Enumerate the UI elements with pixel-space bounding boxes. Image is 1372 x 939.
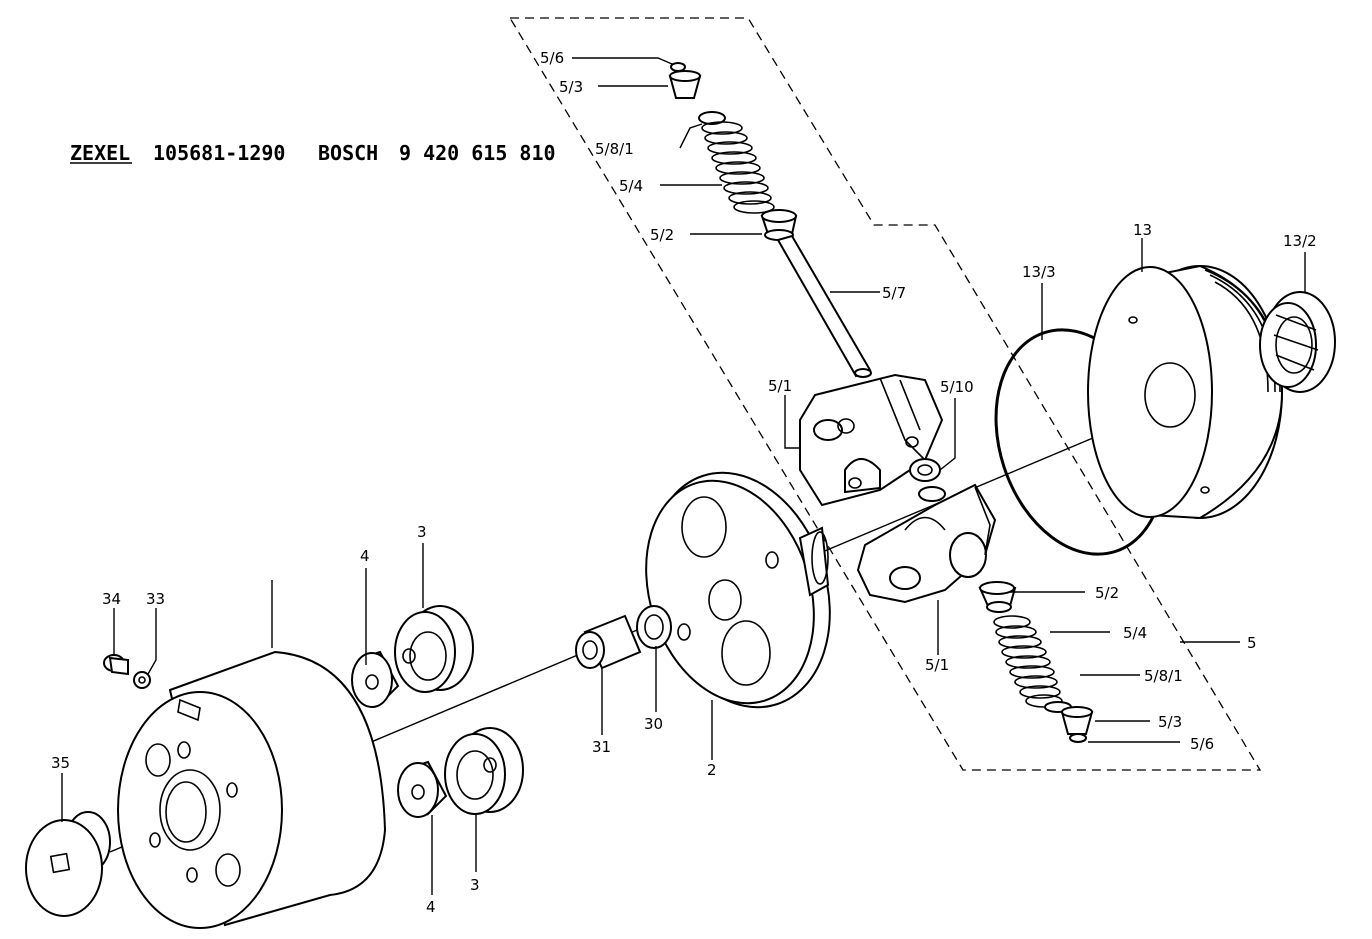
rotor-plate-2 xyxy=(645,471,831,709)
shaft-seal-13-2 xyxy=(1259,291,1336,393)
label-3-bottom: 3 xyxy=(470,876,480,894)
label-30: 30 xyxy=(644,715,663,733)
label-35: 35 xyxy=(51,754,70,772)
washer-30 xyxy=(636,605,672,649)
label-5-1-top: 5/1 xyxy=(768,377,792,395)
label-5-1-bottom: 5/1 xyxy=(925,656,949,674)
label-5-8-1-bottom: 5/8/1 xyxy=(1144,667,1183,685)
upper-valve-stack xyxy=(668,62,872,378)
roller-4-upper xyxy=(351,650,400,708)
label-5-4-top: 5/4 xyxy=(619,177,643,195)
label-3-top: 3 xyxy=(417,523,427,541)
header-bosch-number: 9 420 615 810 xyxy=(399,141,556,165)
label-5: 5 xyxy=(1247,634,1257,652)
label-4-bottom: 4 xyxy=(426,898,436,916)
label-5-3-top: 5/3 xyxy=(559,78,583,96)
nut-31 xyxy=(575,614,642,670)
label-5-7: 5/7 xyxy=(882,284,906,302)
washer-33 xyxy=(133,671,151,689)
label-5-2-bottom: 5/2 xyxy=(1095,584,1119,602)
label-13: 13 xyxy=(1133,221,1152,239)
label-34: 34 xyxy=(102,590,121,608)
header-zexel-number: 105681-1290 xyxy=(153,141,285,165)
label-5-6-bottom: 5/6 xyxy=(1190,735,1214,753)
end-cover-13 xyxy=(1087,264,1284,520)
guide-3-lower xyxy=(444,727,524,815)
plug-35 xyxy=(25,811,111,917)
roller-4-lower xyxy=(397,760,448,818)
leader-lines xyxy=(61,57,1306,895)
guide-3-upper xyxy=(394,605,474,693)
label-33: 33 xyxy=(146,590,165,608)
pump-housing xyxy=(117,650,387,929)
label-5-4-bottom: 5/4 xyxy=(1123,624,1147,642)
label-5-6-top: 5/6 xyxy=(540,49,564,67)
lower-valve-stack xyxy=(978,581,1094,743)
label-5-3-bottom: 5/3 xyxy=(1158,713,1182,731)
label-5-2-top: 5/2 xyxy=(650,226,674,244)
label-13-2: 13/2 xyxy=(1283,232,1317,250)
screw-34 xyxy=(103,654,129,676)
label-5-10: 5/10 xyxy=(940,378,974,396)
label-4-top: 4 xyxy=(360,547,370,565)
upper-valve-block xyxy=(799,373,944,507)
label-13-3: 13/3 xyxy=(1022,263,1056,281)
label-31: 31 xyxy=(592,738,611,756)
label-5-8-1-top: 5/8/1 xyxy=(595,140,634,158)
assembly-5-boundary xyxy=(509,17,1262,771)
roller-5-10 xyxy=(909,458,946,502)
header-brand-bosch: BOSCH xyxy=(318,141,378,165)
header-brand-zexel: ZEXEL xyxy=(70,141,130,165)
lower-valve-block xyxy=(856,483,997,604)
label-2: 2 xyxy=(707,761,717,779)
